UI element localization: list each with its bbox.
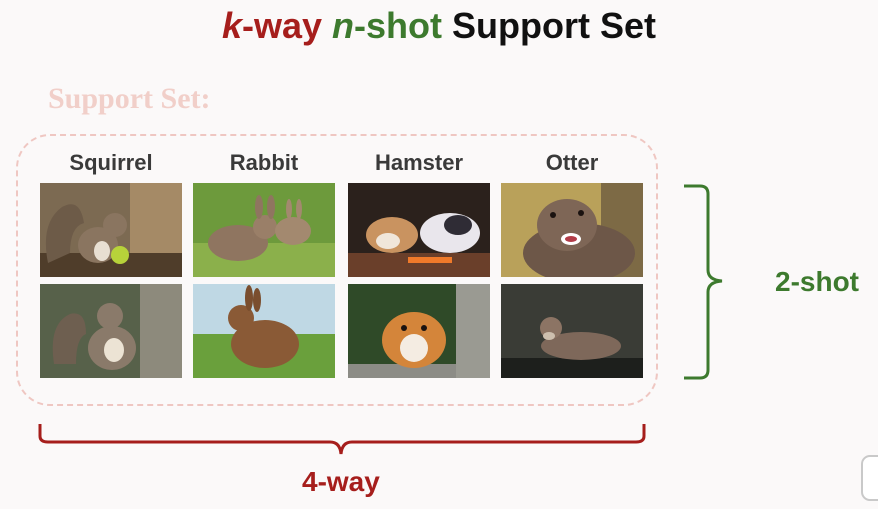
- class-label-hamster: Hamster: [374, 150, 464, 175]
- shot-label: 2-shot: [775, 266, 859, 297]
- way-label: 4-way: [302, 466, 380, 497]
- title-shot: -shot: [354, 5, 443, 46]
- hamster-image-1: [348, 183, 490, 277]
- title-way: -way: [241, 5, 323, 46]
- support-set-box: [16, 134, 658, 406]
- rabbit-image-2: [193, 284, 335, 378]
- class-label-squirrel: Squirrel: [69, 150, 153, 175]
- class-label-otter: Otter: [545, 150, 599, 175]
- rabbit-image-1: [193, 183, 335, 277]
- otter-image-2: [501, 284, 643, 378]
- title-rest: Support Set: [452, 5, 657, 46]
- support-set-label: Support Set:: [48, 82, 211, 115]
- title-k: k: [221, 5, 242, 46]
- hamster-image-2: [348, 284, 490, 378]
- squirrel-image-1: [40, 183, 182, 277]
- class-label-rabbit: Rabbit: [229, 150, 299, 175]
- title-n: n: [332, 5, 355, 46]
- otter-image-1: [501, 183, 643, 277]
- video-control-handle[interactable]: [861, 455, 878, 501]
- page-title: k-way n-shot Support Set: [0, 4, 878, 48]
- squirrel-image-2: [40, 284, 182, 378]
